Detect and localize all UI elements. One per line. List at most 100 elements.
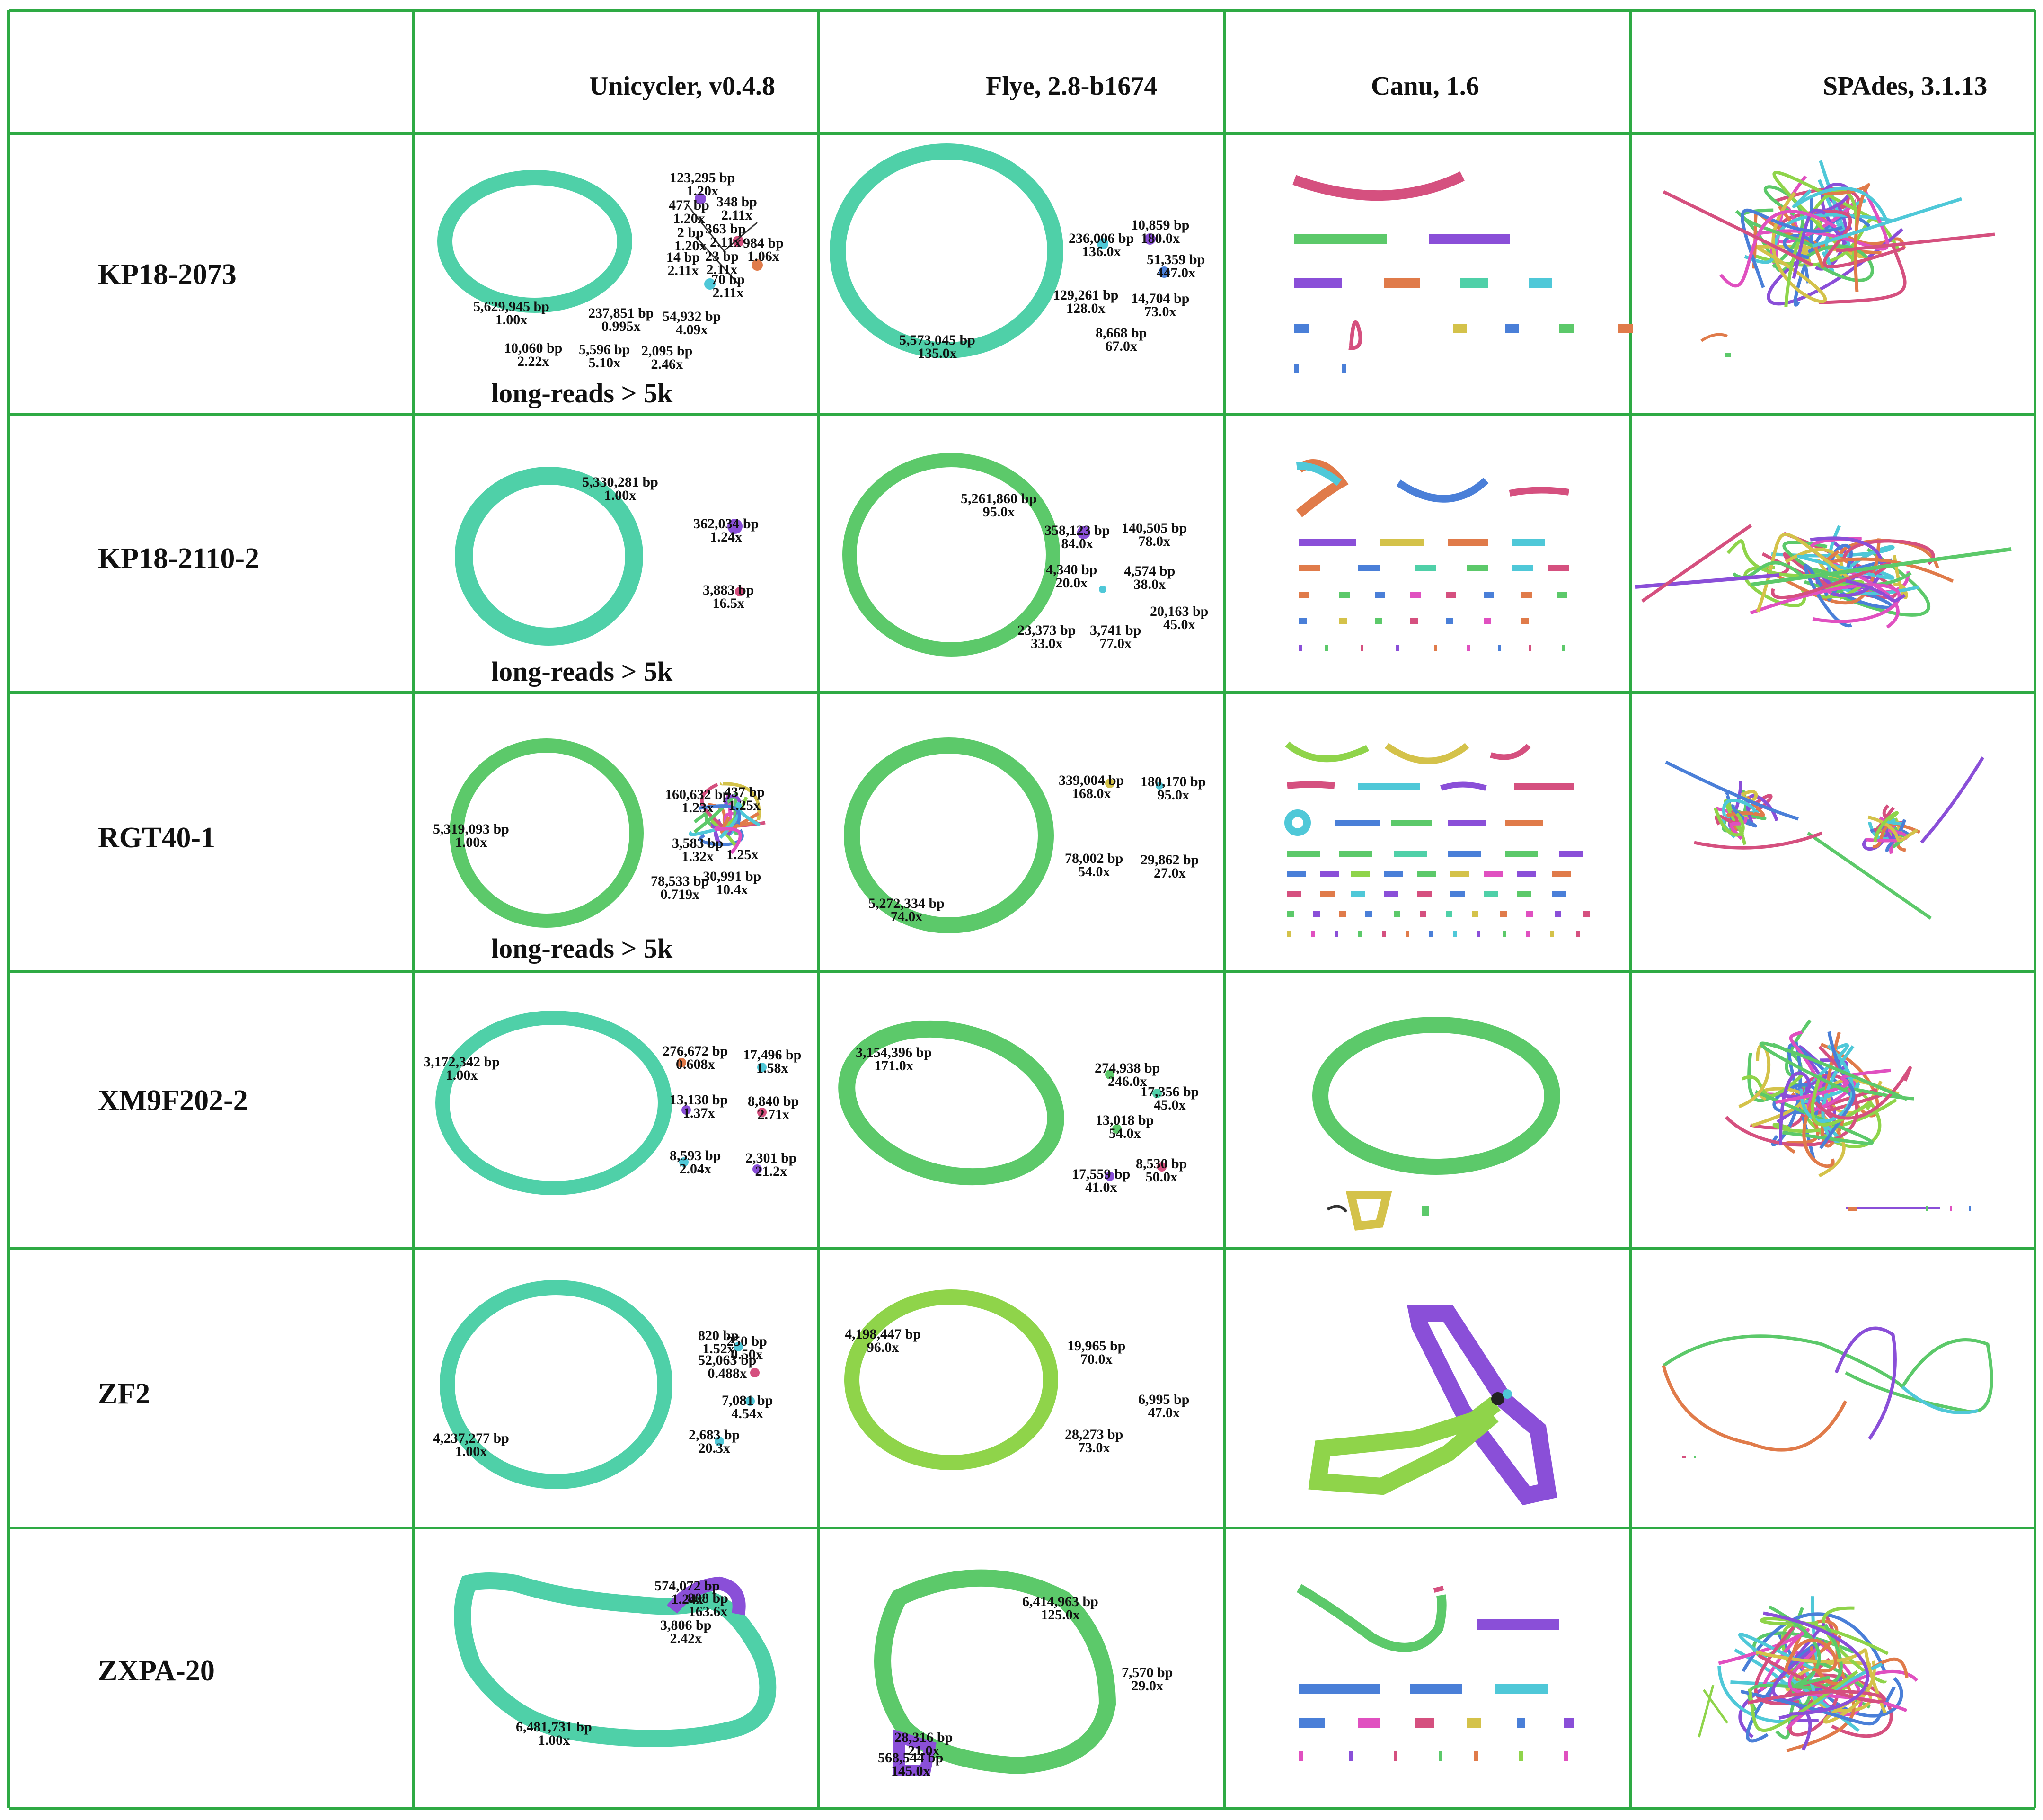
contig-length: 8,668 bp: [1096, 325, 1147, 341]
contig-segment: [1812, 197, 1963, 248]
contig-bar: [1550, 931, 1554, 937]
contig-length: 2,683 bp: [689, 1427, 740, 1443]
contig-node: [1491, 1392, 1504, 1405]
contig-bar: [1339, 618, 1347, 624]
flye-small-contig: [1159, 266, 1170, 278]
flye-chromosome: [842, 453, 1060, 657]
contig-segment: [1700, 333, 1728, 342]
contig-bar: [1429, 931, 1433, 937]
contig-bar: [1287, 911, 1294, 917]
contig-bar: [1446, 592, 1456, 598]
contig-bar: [1420, 911, 1426, 917]
contig-bar: [1505, 820, 1543, 826]
unicycler-small-contig: [677, 1058, 686, 1067]
contig-bar: [1450, 871, 1469, 877]
contig-bar: [1358, 1718, 1380, 1728]
contig-length: 5,319,093 bp: [433, 821, 509, 837]
header-col-4: SPAdes, 3.1.13: [1823, 71, 1988, 101]
contig-length: 6,414,963 bp: [1022, 1594, 1098, 1609]
contig-depth: 128.0x: [1066, 301, 1106, 316]
contig-length: 20,163 bp: [1150, 604, 1209, 619]
contig-bar: [1415, 565, 1436, 571]
spades-edge: [1715, 809, 1739, 826]
contig-depth: 1.24x: [710, 529, 742, 545]
contig-bar: [1429, 234, 1510, 244]
unicycler-small-contig: [745, 1396, 755, 1406]
contig-length: 3,883 bp: [703, 582, 754, 598]
contig-depth: 1.24x: [671, 1591, 703, 1607]
contig-bar: [1583, 911, 1590, 917]
contig-depth: 20.0x: [1055, 575, 1088, 591]
contig-length: 78,533 bp: [651, 873, 709, 889]
contig-bar: [1361, 645, 1363, 651]
spades-edge: [1796, 244, 1874, 282]
contig-length: 8,840 bp: [748, 1093, 799, 1109]
contig-length: 78,002 bp: [1065, 851, 1123, 866]
contig-bar: [1517, 871, 1536, 877]
contig-bar: [1521, 592, 1532, 598]
contig-bar: [1375, 592, 1385, 598]
contig-bar: [1448, 820, 1486, 826]
contig-depth: 95.0x: [982, 504, 1015, 520]
contig-depth: 1.20x: [674, 238, 707, 254]
contig-length: 6,481,731 bp: [516, 1719, 592, 1735]
contig-bar: [1417, 871, 1436, 877]
spades-edge: [1822, 210, 1905, 268]
contig-bar: [1446, 911, 1452, 917]
contig-bar: [1495, 1684, 1548, 1694]
contig-length: 5,596 bp: [579, 342, 630, 357]
contig-length: 2,301 bp: [745, 1150, 797, 1166]
contig-depth: 78.0x: [1138, 533, 1170, 549]
contig-bar: [1375, 618, 1382, 624]
contig-depth: 2.11x: [710, 234, 741, 250]
spades-edge: [1790, 1660, 1868, 1707]
contig-bar: [1848, 1207, 1857, 1211]
contig-bar: [1294, 364, 1299, 373]
contig-length: 3,154,396 bp: [856, 1045, 932, 1060]
contig-depth: 96.0x: [867, 1340, 899, 1355]
contig-bar: [1517, 1718, 1525, 1728]
contig-length: 250 bp: [726, 1333, 767, 1349]
contig-annotation: 1.25x: [726, 848, 759, 862]
spades-edge: [1759, 1041, 1908, 1101]
contig-bar: [1467, 565, 1488, 571]
contig-bar: [1521, 618, 1529, 624]
canu-contig: [1292, 171, 1465, 201]
contig-node: [1099, 586, 1106, 593]
assembly-graphs: [435, 143, 2012, 1776]
contig-node: [735, 587, 744, 596]
contig-length: 30,991 bp: [703, 869, 761, 884]
header-col-3: Canu, 1.6: [1371, 71, 1479, 101]
spades-edge: [1731, 804, 1757, 828]
contig-bar: [1519, 1751, 1523, 1761]
long-reads-note-3: long-reads > 5k: [491, 933, 673, 964]
spades-edge: [1819, 243, 1907, 304]
contig-bar: [1325, 645, 1328, 651]
canu-chromosome: [1312, 1017, 1560, 1175]
contig-segment: [1641, 524, 1752, 603]
contig-bar: [1410, 592, 1421, 598]
contig-segment: [1662, 1365, 1848, 1452]
contig-bar: [1439, 1751, 1442, 1761]
contig-bar: [1299, 618, 1307, 624]
contig-depth: 5.10x: [588, 355, 620, 371]
unicycler-chromosome: [437, 170, 632, 313]
contig-bar: [1484, 891, 1498, 897]
contig-bar: [1339, 851, 1372, 857]
spades-edge: [1719, 210, 1837, 288]
unicycler-edge: [693, 792, 739, 835]
contig-length: 808 bp: [688, 1590, 728, 1606]
contig-length: 5,272,334 bp: [868, 896, 945, 911]
contig-depth: 1.23x: [681, 800, 714, 816]
contig-depth: 163.6x: [688, 1604, 728, 1619]
